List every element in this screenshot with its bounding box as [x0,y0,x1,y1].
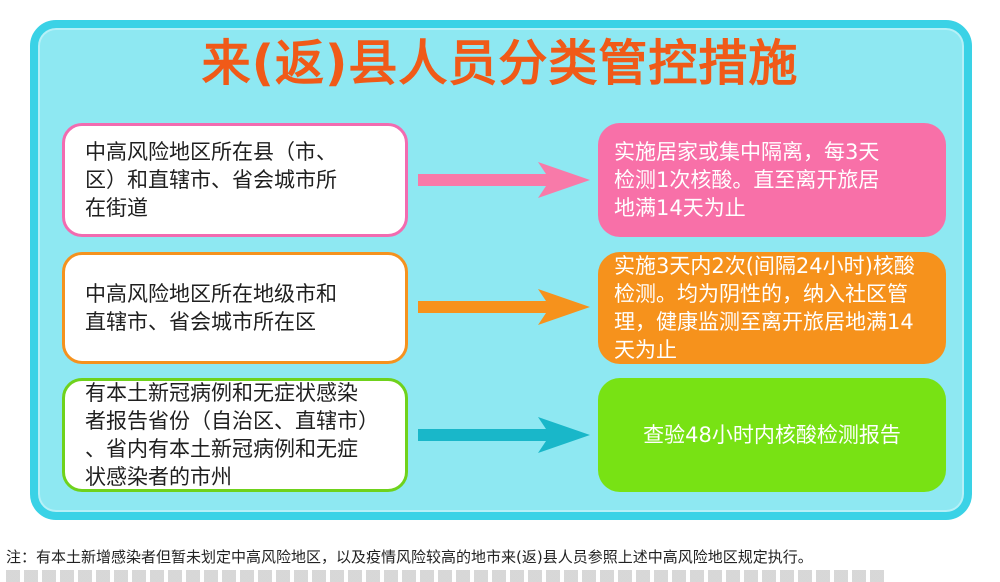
condition-box-2: 中高风险地区所在地级市和 直辖市、省会城市所在区 [62,252,408,364]
arrow-right-icon-3 [418,417,590,453]
condition-text-1: 中高风险地区所在县（市、 区）和直辖市、省会城市所 在街道 [85,140,337,220]
cropped-second-note-line [6,570,886,582]
measure-text-1: 实施居家或集中隔离，每3天 检测1次核酸。直至离开旅居 地满14天为止 [614,140,880,220]
measure-box-2: 实施3天内2次(间隔24小时)核酸 检测。均为阴性的，纳入社区管 理，健康监测至… [598,252,946,364]
measure-text-2: 实施3天内2次(间隔24小时)核酸 检测。均为阴性的，纳入社区管 理，健康监测至… [614,254,915,362]
condition-text-2: 中高风险地区所在地级市和 直辖市、省会城市所在区 [85,282,337,334]
condition-text-3: 有本土新冠病例和无症状感染 者报告省份（自治区、直辖市） 、省内有本土新冠病例和… [85,381,379,489]
measure-box-1: 实施居家或集中隔离，每3天 检测1次核酸。直至离开旅居 地满14天为止 [598,123,946,237]
measure-box-3: 查验48小时内核酸检测报告 [598,378,946,492]
page-title: 来(返)县人员分类管控措施 [201,35,799,92]
arrow-right-icon-1 [418,162,590,198]
measure-text-3: 查验48小时内核酸检测报告 [643,423,901,447]
arrow-right-icon-2 [418,289,590,325]
footnote: 注：有本土新增感染者但暂未划定中高风险地区，以及疫情风险较高的地市来(返)县人员… [6,548,813,566]
condition-box-3: 有本土新冠病例和无症状感染 者报告省份（自治区、直辖市） 、省内有本土新冠病例和… [62,378,408,492]
condition-box-1: 中高风险地区所在县（市、 区）和直辖市、省会城市所 在街道 [62,123,408,237]
